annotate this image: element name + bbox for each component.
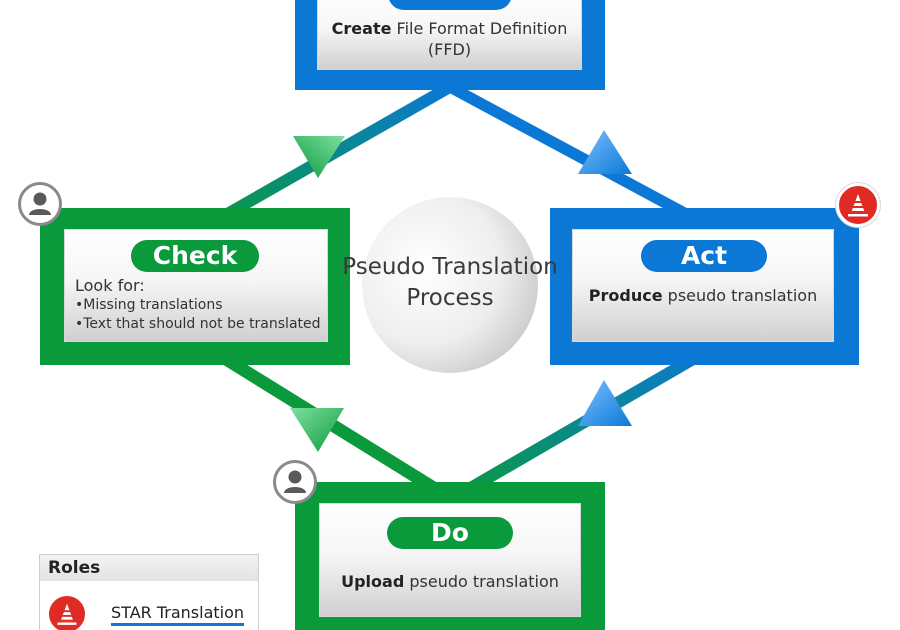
act-text-bold: Produce [588,286,663,305]
check-bullet-2: •Text that should not be translated [75,316,321,332]
top-text-bold: Create [331,19,392,38]
do-text-bold: Upload [341,572,405,591]
legend-title: Roles [40,555,258,581]
check-bullet-1: •Missing translations [75,297,223,313]
act-text-rest: pseudo translation [662,286,818,305]
arrow-top-to-act [578,130,632,174]
star-translation-icon [848,194,868,217]
top-phase-pill [388,0,512,10]
arrow-check-to-top [293,136,345,178]
top-panel [317,0,582,70]
center-circle [362,197,538,373]
top-text-rest: File Format Definition [391,19,568,38]
person-icon [284,470,306,493]
do-pill: Do [387,517,513,549]
act-pill: Act [641,240,767,272]
arrow-check-to-do [290,408,344,452]
top-text-line2: (FFD) [427,40,472,59]
act-text: Produce pseudo translation [572,286,834,305]
check-person-icon [18,182,62,226]
act-star-translation-icon [836,183,880,227]
center-title-line1: Pseudo Translation [342,254,558,280]
top-text: Create File Format Definition (FFD) [317,18,582,60]
legend-star-translation-icon [46,593,88,630]
do-person-icon [273,460,317,504]
center-title: Pseudo Translation Process [326,252,574,314]
roles-legend: Roles STAR Translation [39,554,259,630]
legend-item-star-translation: STAR Translation [40,581,258,630]
connector-top-to-act [440,88,724,228]
check-look-for: Look for: [75,276,145,295]
star-translation-icon [57,603,77,625]
check-pill: Check [131,240,259,272]
person-icon [29,192,51,215]
arrow-act-to-do [578,380,632,426]
do-text-rest: pseudo translation [404,572,559,591]
center-title-line2: Process [406,285,494,311]
legend-item-label: STAR Translation [111,603,245,626]
do-text: Upload pseudo translation [319,572,581,591]
